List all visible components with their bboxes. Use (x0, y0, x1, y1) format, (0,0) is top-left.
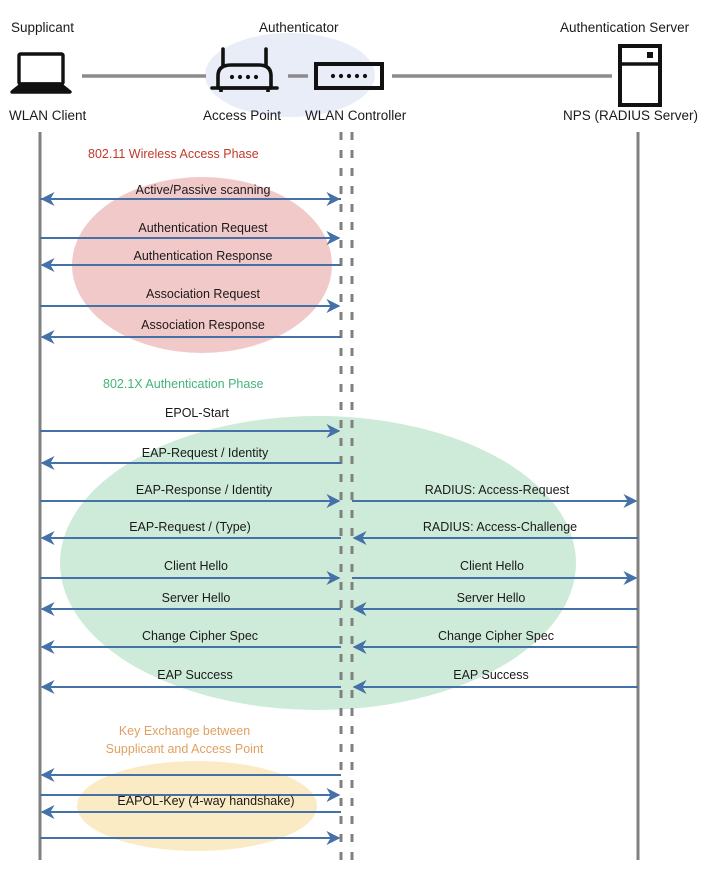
msg-label-server-hello-right: Server Hello (456, 591, 526, 605)
server-icon (618, 44, 662, 107)
msg-label-client-hello-right: Client Hello (460, 559, 524, 573)
phase-key-exchange-ellipse (77, 761, 317, 851)
message-arrows (40, 192, 638, 845)
laptop-icon (10, 52, 72, 94)
phase-802-1x-ellipse (60, 416, 576, 710)
msg-label-eap-response-identity: EAP-Response / Identity (135, 483, 273, 497)
actor-role-authenticator: Authenticator (259, 20, 339, 35)
msg-label-association-response: Association Response (141, 318, 265, 332)
msg-label-change-cipher-spec-left: Change Cipher Spec (141, 629, 259, 643)
msg-label-radius-access-challenge: RADIUS: Access-Challenge (422, 520, 578, 534)
wireless-router-icon (210, 47, 279, 92)
msg-label-change-cipher-spec-right: Change Cipher Spec (437, 629, 555, 643)
msg-label-eap-request-identity: EAP-Request / Identity (141, 446, 269, 460)
phase-label-key-exchange-line2: Supplicant and Access Point (105, 742, 264, 756)
actor-role-authentication-server: Authentication Server (560, 20, 690, 35)
msg-label-eap-success-left: EAP Success (157, 668, 233, 682)
lifelines (38, 132, 640, 860)
msg-label-association-request: Association Request (146, 287, 260, 301)
msg-label-radius-access-request: RADIUS: Access-Request (424, 483, 570, 497)
msg-label-authentication-request: Authentication Request (138, 221, 268, 235)
actor-role-supplicant: Supplicant (11, 20, 75, 35)
phase-label-802-11: 802.11 Wireless Access Phase (88, 147, 259, 161)
msg-label-eapol-key-handshake: EAPOL-Key (4-way handshake) (117, 794, 295, 808)
msg-label-authentication-response: Authentication Response (133, 249, 273, 263)
msg-label-active-passive-scanning: Active/Passive scanning (135, 183, 271, 197)
actor-device-wlan-controller: WLAN Controller (305, 108, 407, 123)
actor-device-access-point: Access Point (203, 108, 282, 123)
phase-backdrops (60, 177, 576, 851)
msg-label-server-hello-left: Server Hello (161, 591, 231, 605)
msg-label-client-hello-left: Client Hello (164, 559, 228, 573)
msg-label-eap-request-type: EAP-Request / (Type) (129, 520, 251, 534)
controller-icon (314, 62, 384, 90)
msg-label-eap-success-right: EAP Success (453, 668, 529, 682)
msg-label-epol-start: EPOL-Start (165, 406, 229, 420)
actor-device-wlan-client: WLAN Client (9, 108, 87, 123)
phase-label-key-exchange-line1: Key Exchange between (118, 724, 251, 738)
actor-device-nps-radius-server: NPS (RADIUS Server) (563, 108, 699, 123)
phase-label-802-1x: 802.1X Authentication Phase (103, 377, 264, 391)
